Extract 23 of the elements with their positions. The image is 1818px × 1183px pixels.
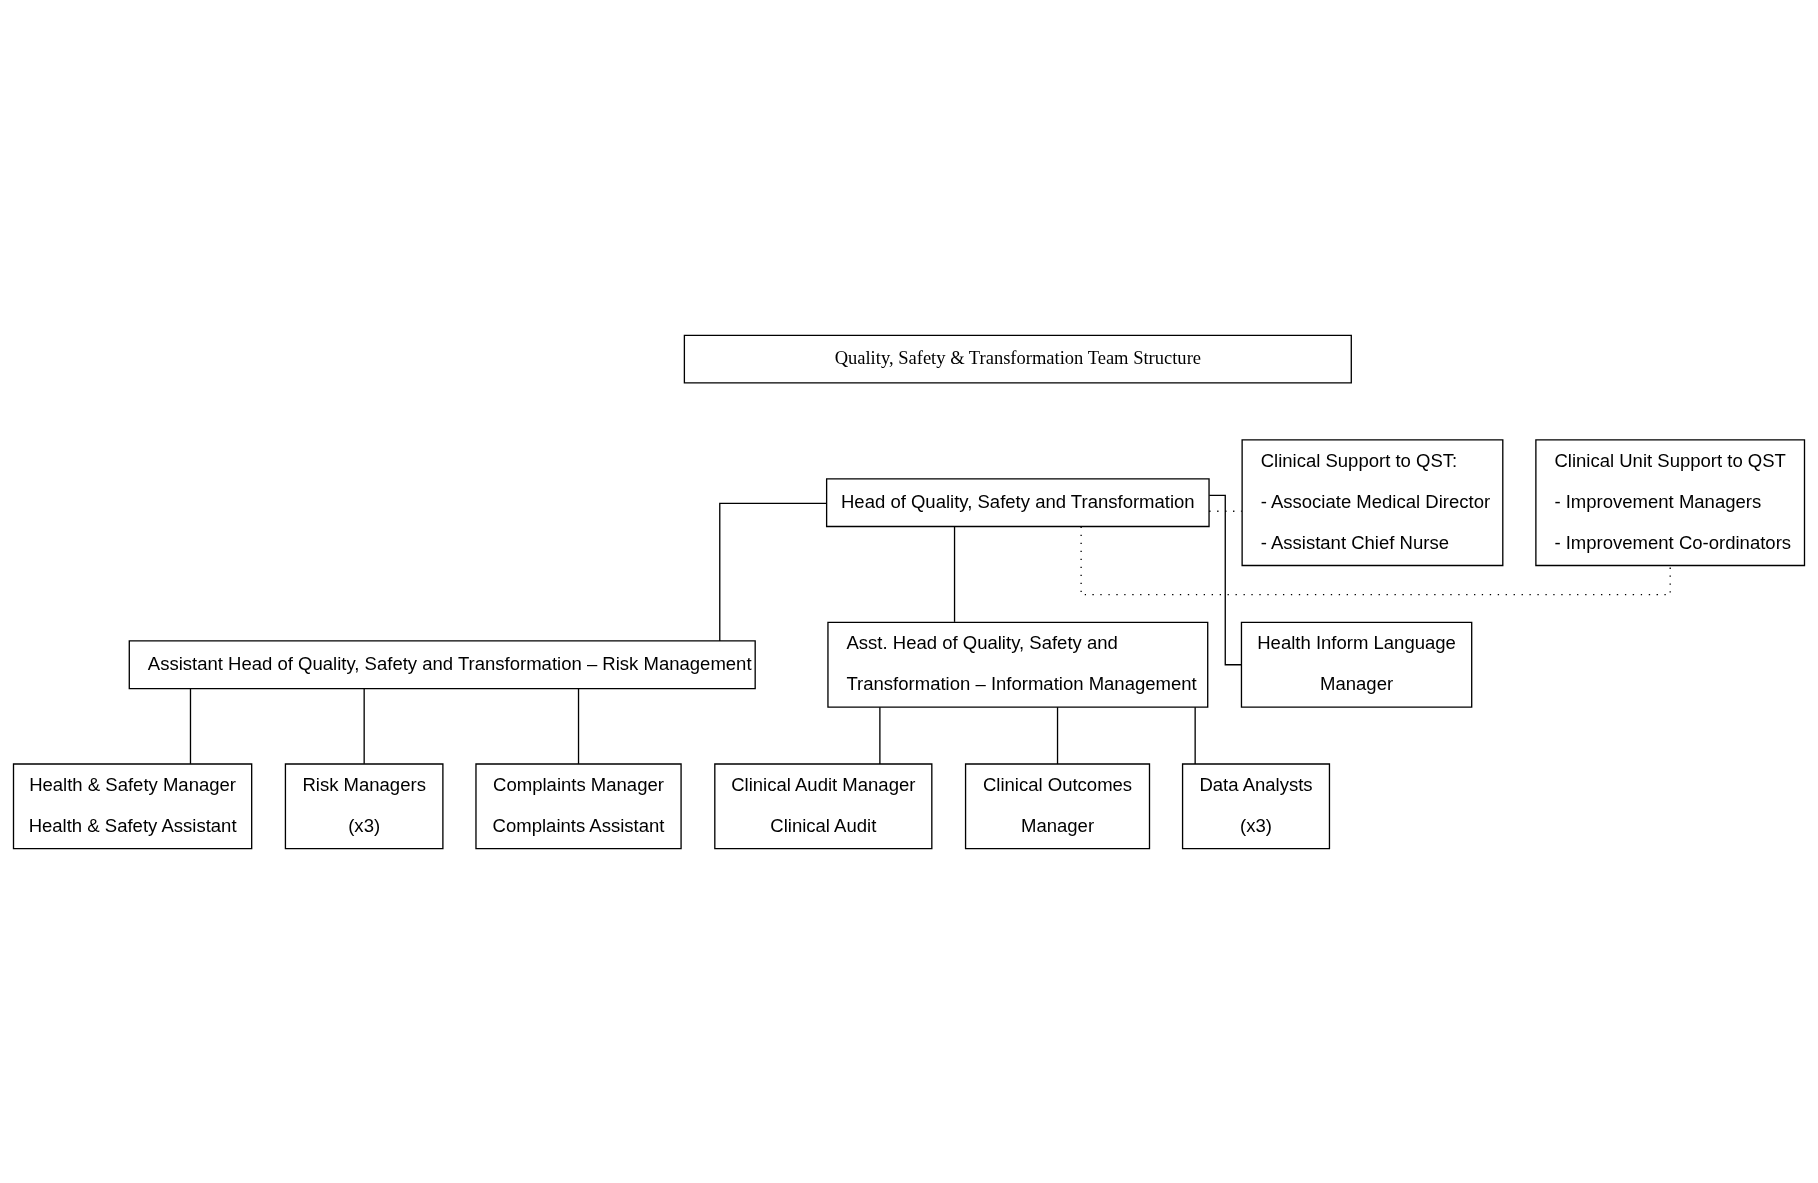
node-box: Assistant Head of Quality, Safety and Transformation – Risk Management bbox=[128, 639, 756, 689]
connector bbox=[1194, 706, 1196, 765]
node-box: Health & Safety Manager Health & Safety Assistant bbox=[12, 762, 253, 849]
connector bbox=[577, 687, 580, 764]
node-box: Risk Managers (x3) bbox=[284, 762, 444, 849]
node-box: Clinical Unit Support to QST - Improvement Managers - Improvement Co-ordinators bbox=[1535, 438, 1806, 566]
connector bbox=[953, 525, 956, 622]
node-box: Clinical Outcomes Manager bbox=[964, 762, 1151, 849]
connector bbox=[1080, 525, 1671, 595]
node-box: Quality, Safety & Transformation Team Structure bbox=[683, 334, 1352, 384]
connector bbox=[719, 502, 828, 642]
node-box: Clinical Support to QST: - Associate Medical Director - Assistant Chief Nurse bbox=[1241, 438, 1504, 566]
connector bbox=[189, 687, 192, 764]
node-box: Asst. Head of Quality, Safety and Transformation – Information Management bbox=[827, 621, 1209, 708]
connector bbox=[363, 687, 365, 764]
node-box: Health Inform Language Manager bbox=[1240, 621, 1473, 708]
node-box: Data Analysts (x3) bbox=[1181, 762, 1331, 849]
node-box: Head of Quality, Safety and Transformation bbox=[825, 477, 1210, 527]
connector bbox=[1208, 494, 1242, 665]
node-box: Clinical Audit Manager Clinical Audit bbox=[714, 762, 933, 849]
connector bbox=[879, 706, 881, 765]
connector bbox=[1056, 706, 1059, 765]
node-box: Complaints Manager Complaints Assistant bbox=[475, 762, 682, 849]
